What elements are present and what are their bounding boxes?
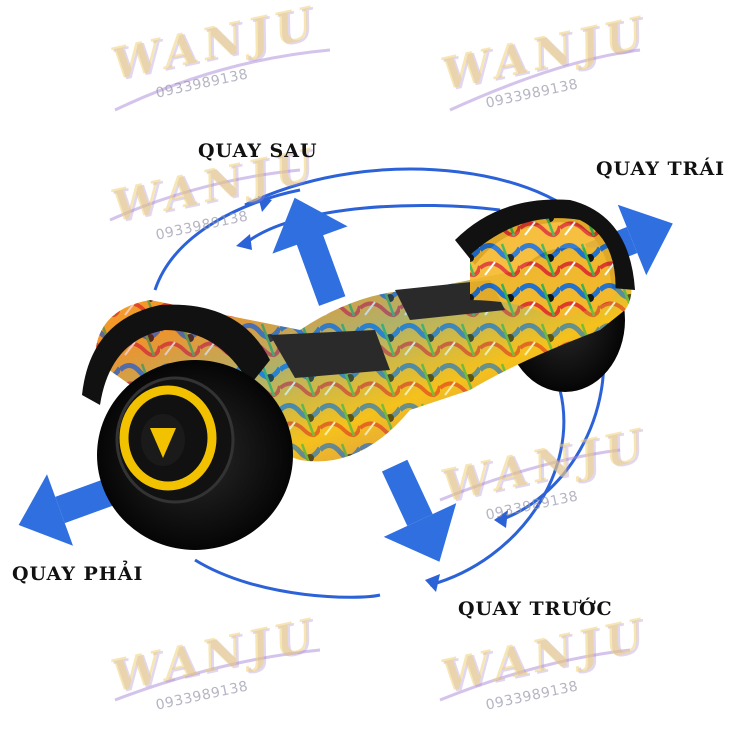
label-rotate-right: QUAY PHẢI (12, 563, 144, 585)
arrow-back (272, 197, 348, 306)
watermark: WANJU 0933989138 (430, 609, 653, 740)
label-rotate-left: QUAY TRÁI (596, 158, 726, 180)
circle-arrowheads (236, 196, 508, 592)
label-rotate-back: QUAY SAU (198, 140, 318, 162)
watermark: WANJU 0933989138 (100, 609, 323, 740)
arrow-forward (381, 459, 457, 562)
front-wheel (97, 360, 293, 550)
watermark: WANJU 0933989138 (430, 7, 653, 138)
label-rotate-forward: QUAY TRƯỚC (458, 598, 613, 620)
watermark: WANJU 0933989138 (100, 139, 323, 270)
watermark: WANJU 0933989138 (100, 0, 323, 128)
watermark-layer (109, 48, 641, 702)
watermark: WANJU 0933989138 (430, 419, 653, 550)
